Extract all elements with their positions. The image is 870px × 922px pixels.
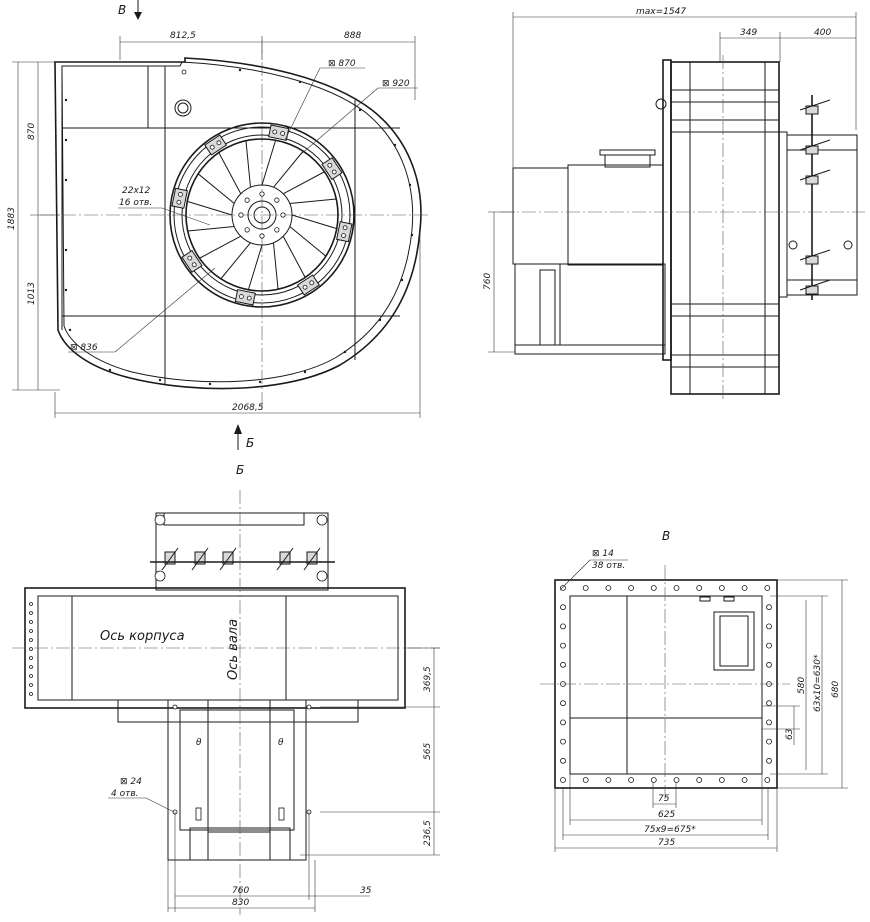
dim-63x10: 63x10=630*	[813, 654, 823, 712]
dim-870-diam: ⊠ 870	[328, 59, 356, 69]
dim-35: 35	[360, 886, 372, 896]
dim-760-b: 760	[232, 886, 249, 896]
arrow-label-b: Б	[246, 436, 254, 450]
svg-text:θ: θ	[278, 738, 284, 748]
dim-830: 830	[232, 898, 249, 908]
dim-625: 625	[658, 810, 675, 820]
holes-count-b: 4 отв.	[111, 789, 139, 799]
dim-max: max=1547	[636, 7, 686, 17]
flange-holes-view-v	[560, 585, 772, 783]
view-b-title: Б	[236, 463, 244, 477]
flange-lugs	[171, 124, 353, 306]
dim-2068: 2068,5	[232, 403, 264, 413]
dim-888: 888	[344, 31, 361, 41]
dim-565: 565	[423, 743, 433, 760]
dim-760-side: 760	[483, 273, 493, 290]
holes-diam-v: ⊠ 14	[592, 549, 614, 559]
dim-63: 63	[785, 728, 795, 740]
dim-735: 735	[658, 838, 675, 848]
rivets-view-b	[29, 602, 33, 696]
dim-580: 580	[797, 677, 807, 694]
dim-680: 680	[831, 681, 841, 698]
holes-count-v: 38 отв.	[592, 561, 625, 571]
view-v-title: В	[662, 529, 670, 543]
view-b: Б θ θ Ось корпуса	[12, 463, 440, 915]
dim-75: 75	[658, 794, 670, 804]
holes-count: 16 отв.	[119, 198, 152, 208]
dim-236: 236,5	[423, 820, 433, 846]
front-view: В 812,5 888 1883 870 1013	[7, 0, 430, 450]
dim-349: 349	[740, 28, 757, 38]
holes-diam-b: ⊠ 24	[120, 777, 142, 787]
dim-1013: 1013	[27, 282, 37, 305]
arrow-label-v: В	[118, 3, 126, 17]
side-view: max=1547 349 400 760	[483, 7, 865, 400]
clamps-view-b	[161, 547, 321, 571]
dim-400: 400	[814, 28, 831, 38]
dim-812: 812,5	[170, 31, 196, 41]
holes-size: 22x12	[122, 186, 151, 196]
dim-369: 369,5	[423, 666, 433, 692]
impeller-blades	[187, 140, 337, 290]
housing-axis-label: Ось корпуса	[100, 629, 185, 644]
housing-rivets	[64, 68, 414, 386]
dim-870-v: 870	[27, 123, 37, 140]
hub-bolts	[238, 191, 286, 239]
dim-836-diam: ⊠ 836	[70, 343, 98, 353]
inlet-clamps	[799, 99, 831, 295]
dim-1883: 1883	[7, 207, 17, 230]
view-v: В ⊠ 14 38 отв. 580 63x10=630* 680 63	[540, 529, 848, 852]
svg-text:θ: θ	[196, 738, 202, 748]
dim-920-diam: ⊠ 920	[382, 79, 410, 89]
shaft-axis-label: Ось вала	[226, 619, 241, 680]
dim-75x9: 75x9=675*	[644, 825, 696, 835]
